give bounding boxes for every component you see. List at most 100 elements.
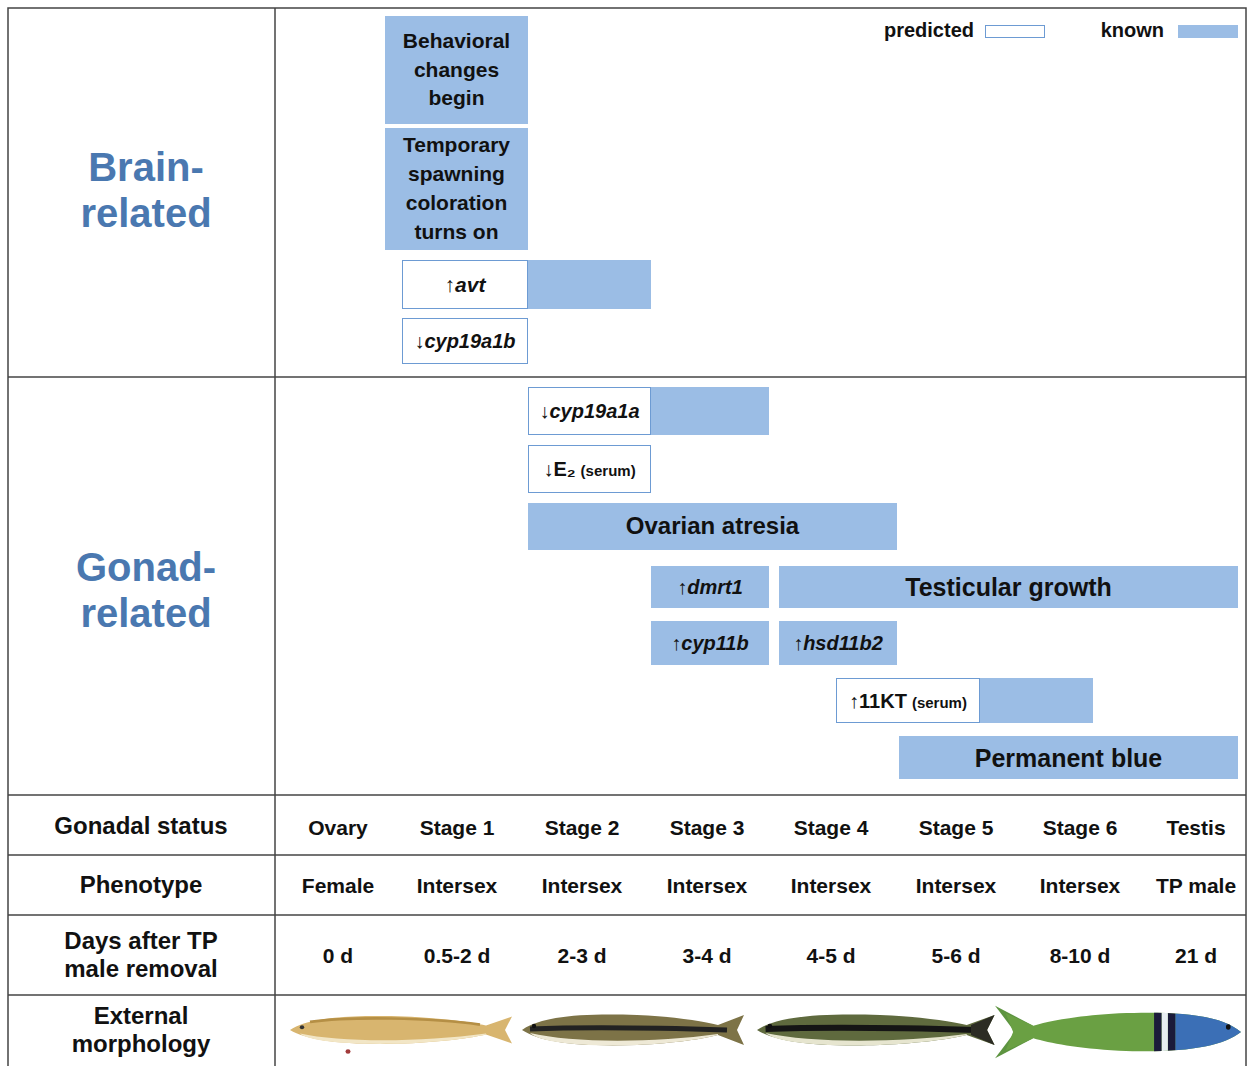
stage-bar: Testicular growth bbox=[779, 566, 1238, 608]
fish-photo bbox=[290, 1016, 512, 1054]
table-border bbox=[8, 8, 1246, 1066]
region-label: Brain-related bbox=[46, 144, 246, 236]
fish-belly bbox=[766, 1033, 967, 1045]
fish-belly bbox=[530, 1033, 718, 1045]
fish-eye bbox=[767, 1024, 772, 1028]
table-cell: 0 d bbox=[278, 944, 398, 968]
stage-bar: ↓cyp19a1a bbox=[528, 387, 769, 435]
stage-bar: Temporary spawning coloration turns on bbox=[385, 128, 528, 250]
bar-text: Testicular growth bbox=[905, 572, 1112, 602]
table-cell: Stage 4 bbox=[771, 816, 891, 840]
row-header: Phenotype bbox=[21, 871, 261, 899]
bar-content: Temporary spawning coloration turns on bbox=[385, 128, 528, 250]
predicted-part: ↓cyp19a1a bbox=[528, 387, 651, 435]
stage-bar: ↓cyp19a1b bbox=[402, 318, 528, 364]
stage-bar: ↓E₂ (serum) bbox=[528, 445, 651, 493]
table-cell: TP male bbox=[1136, 874, 1249, 898]
bar-text: Temporary spawning coloration turns on bbox=[391, 131, 522, 247]
stage-bar: Permanent blue bbox=[899, 736, 1238, 779]
row-header: Gonadal status bbox=[21, 812, 261, 840]
bar-text: ↓cyp19a1b bbox=[414, 329, 515, 353]
table-cell: Stage 5 bbox=[896, 816, 1016, 840]
stage-bar: ↑avt bbox=[402, 260, 651, 309]
bar-note: (serum) bbox=[581, 462, 636, 480]
fish-eye bbox=[300, 1025, 304, 1029]
fish-mark bbox=[346, 1049, 351, 1054]
predicted-part: ↓cyp19a1b bbox=[402, 318, 528, 364]
table-cell: Testis bbox=[1136, 816, 1249, 840]
fish-belly bbox=[300, 1034, 486, 1044]
fish-back bbox=[310, 1018, 480, 1024]
bar-content: Ovarian atresia bbox=[528, 503, 897, 550]
stage-bar: Ovarian atresia bbox=[528, 503, 897, 550]
table-cell: Intersex bbox=[522, 874, 642, 898]
fish-photo bbox=[995, 1006, 1241, 1059]
bar-note: (serum) bbox=[912, 694, 967, 712]
table-cell: Intersex bbox=[771, 874, 891, 898]
bar-text: ↑cyp11b bbox=[671, 631, 748, 655]
bar-text: ↑dmrt1 bbox=[677, 575, 743, 599]
bar-content: Permanent blue bbox=[899, 736, 1238, 779]
fish-eye bbox=[532, 1024, 536, 1028]
legend-text: predicted bbox=[824, 19, 974, 42]
bar-content: Behavioral changes begin bbox=[385, 16, 528, 124]
stage-bar: ↑11KT (serum) bbox=[836, 678, 1093, 723]
table-cell: Stage 6 bbox=[1020, 816, 1140, 840]
region-label: Gonad-related bbox=[46, 544, 246, 636]
bar-text: ↓E₂ bbox=[543, 457, 575, 481]
fish-stripe bbox=[530, 1028, 727, 1030]
grid-line bbox=[8, 376, 1246, 378]
legend-swatch bbox=[1178, 25, 1238, 38]
fish-stripe bbox=[766, 1028, 977, 1030]
fish-photo bbox=[522, 1015, 744, 1046]
table-cell: 21 d bbox=[1136, 944, 1249, 968]
fish-body bbox=[290, 1016, 512, 1044]
table-grid bbox=[8, 8, 1246, 1066]
table-cell: Intersex bbox=[647, 874, 767, 898]
bar-content: ↑dmrt1 bbox=[651, 566, 769, 608]
table-cell: Ovary bbox=[278, 816, 398, 840]
table-cell: 0.5-2 d bbox=[397, 944, 517, 968]
fish-photo bbox=[757, 1015, 995, 1046]
stage-bar: ↑hsd11b2 bbox=[779, 621, 897, 665]
fish-blue-head bbox=[1175, 1007, 1241, 1057]
fish-band bbox=[1154, 1007, 1161, 1057]
fish-body bbox=[522, 1015, 744, 1046]
bar-text: ↑avt bbox=[445, 272, 486, 297]
bar-text: Permanent blue bbox=[975, 743, 1163, 773]
grid-line bbox=[8, 994, 1246, 996]
fish-eye bbox=[1226, 1024, 1231, 1030]
fish-band bbox=[1162, 1007, 1168, 1057]
table-cell: Stage 3 bbox=[647, 816, 767, 840]
row-header: External morphology bbox=[41, 1002, 241, 1057]
predicted-part: ↑11KT (serum) bbox=[836, 678, 980, 723]
fish-body bbox=[757, 1015, 995, 1046]
bar-text: Ovarian atresia bbox=[626, 512, 799, 541]
table-cell: Female bbox=[278, 874, 398, 898]
table-cell: 3-4 d bbox=[647, 944, 767, 968]
bar-text: ↓cyp19a1a bbox=[539, 399, 639, 423]
stage-bar: ↑dmrt1 bbox=[651, 566, 769, 608]
grid-line bbox=[8, 854, 1246, 856]
table-cell: Intersex bbox=[397, 874, 517, 898]
grid-line bbox=[274, 8, 276, 1066]
table-cell: 8-10 d bbox=[1020, 944, 1140, 968]
fish-band bbox=[1168, 1007, 1175, 1057]
predicted-part: ↓E₂ (serum) bbox=[528, 445, 651, 493]
bar-content: Testicular growth bbox=[779, 566, 1238, 608]
bar-content: ↑hsd11b2 bbox=[779, 621, 897, 665]
bar-text: ↑11KT bbox=[849, 689, 907, 713]
stage-bar: ↑cyp11b bbox=[651, 621, 769, 665]
table-cell: Intersex bbox=[1020, 874, 1140, 898]
row-header: Days after TP male removal bbox=[41, 927, 241, 982]
bar-text: Behavioral changes begin bbox=[391, 27, 522, 114]
table-cell: Stage 1 bbox=[397, 816, 517, 840]
table-cell: 4-5 d bbox=[771, 944, 891, 968]
bar-content: ↑cyp11b bbox=[651, 621, 769, 665]
table-cell: 2-3 d bbox=[522, 944, 642, 968]
legend-swatch bbox=[985, 25, 1045, 38]
grid-line bbox=[8, 914, 1246, 916]
table-cell: Intersex bbox=[896, 874, 1016, 898]
bar-text: ↑hsd11b2 bbox=[793, 631, 883, 655]
